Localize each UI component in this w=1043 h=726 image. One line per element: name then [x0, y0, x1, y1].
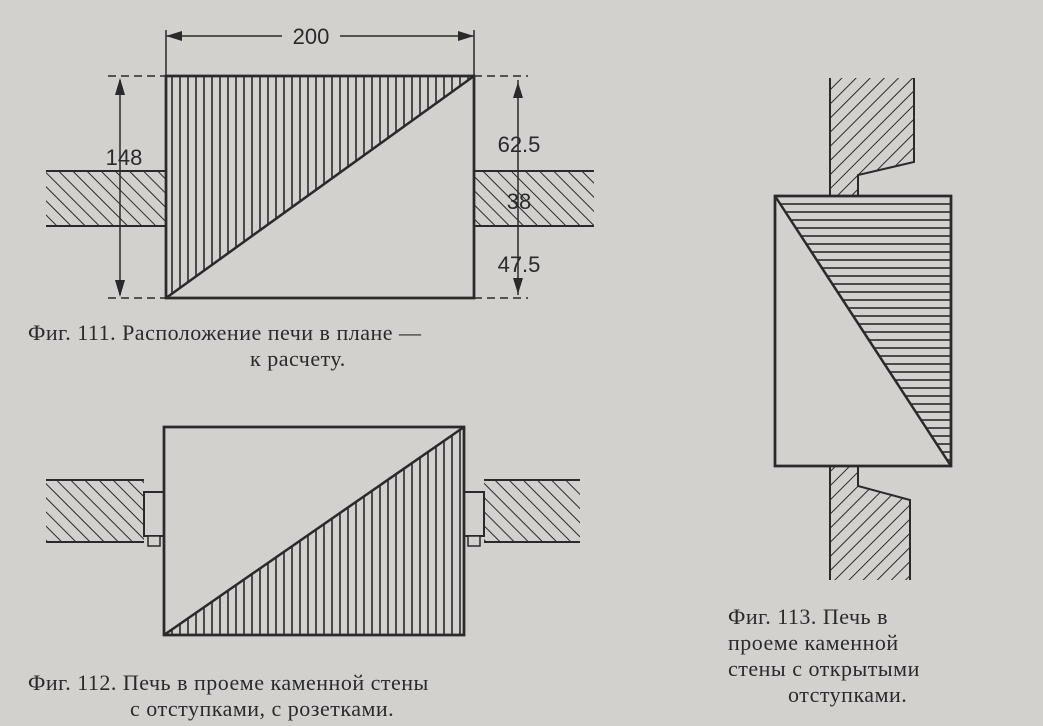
fig112-rosette-left — [143, 491, 165, 537]
figure-112-caption-line1: Фиг. 112. Печь в проеме каменной стены — [28, 670, 429, 695]
figure-113-caption-line1: Фиг. 113. Печь в — [728, 604, 888, 629]
fig111-dim-width: 200 — [293, 24, 330, 49]
fig112-wall-left — [46, 480, 144, 542]
fig111-dim-height: 148 — [106, 145, 143, 170]
figure-112-caption: Фиг. 112. Печь в проеме каменной стены с… — [28, 670, 628, 722]
fig111-dim-wall: 38 — [507, 189, 531, 214]
fig111-wall-right — [474, 171, 594, 226]
fig113-wall-top — [830, 78, 914, 196]
figure-112 — [46, 425, 580, 637]
fig111-dim-bottom: 47.5 — [498, 252, 541, 277]
figure-111: 200 148 62.5 38 47.5 — [46, 24, 594, 300]
figure-112-caption-line2: с отступками, с розетками. — [130, 696, 395, 721]
figure-113-caption-line2: проеме каменной — [728, 630, 899, 655]
figure-113 — [773, 78, 953, 580]
figure-111-caption: Фиг. 111. Расположение печи в плане — к … — [28, 320, 618, 372]
figure-113-caption: Фиг. 113. Печь в проеме каменной стены с… — [728, 604, 1008, 708]
figure-111-caption-line1: Фиг. 111. Расположение печи в плане — — [28, 320, 422, 345]
figure-113-caption-line3: стены с открытыми — [728, 656, 920, 681]
figure-113-caption-line4: отступками. — [788, 682, 908, 707]
fig111-dim-top: 62.5 — [498, 132, 541, 157]
fig112-wall-right — [484, 480, 580, 542]
fig113-wall-bottom — [830, 466, 910, 580]
fig111-wall-left — [46, 171, 166, 226]
figure-111-caption-line2: к расчету. — [250, 346, 346, 371]
fig112-rosette-right — [463, 491, 485, 537]
